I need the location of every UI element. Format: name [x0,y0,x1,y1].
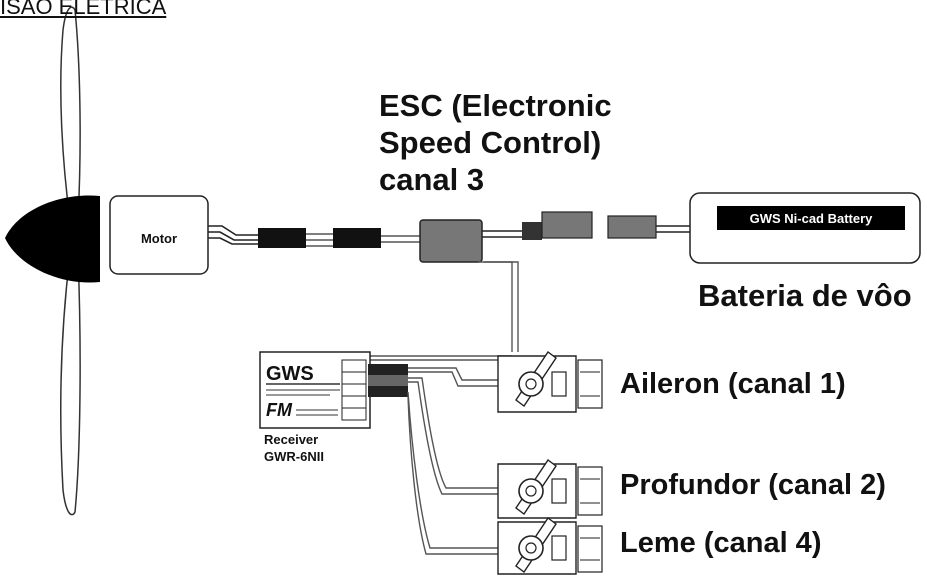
receiver-mode: FM [266,400,293,420]
section-title: ISÃO ELÉTRICA [0,0,167,19]
battery-lead [482,211,690,240]
battery-label-strip [717,206,905,230]
propeller [5,6,100,516]
servo-aileron [497,350,603,413]
receiver-caption-line1: Receiver [264,432,319,447]
connector-motor-b [333,228,381,248]
servo-label-aileron: Aileron (canal 1) [620,368,846,400]
motor-label: Motor [141,231,177,246]
bullet-connectors [258,228,420,248]
connector-motor-a [258,228,306,248]
esc-signal-cable [370,261,519,361]
motor-wires [208,225,258,245]
esc-unit [419,219,483,263]
receiver-caption-line2: GWR-6NII [264,449,324,464]
servo-cables [407,367,500,555]
servo-leme [497,516,603,575]
propeller-blade-bottom [60,254,81,516]
connector-battery-a [522,222,542,240]
motor: Motor [109,195,209,275]
servo-label-profundor: Profundor (canal 2) [620,469,886,501]
receiver-brand: GWS [266,363,314,385]
servo-profundor [497,458,603,519]
battery-caption: Bateria de vôo [698,278,912,313]
esc-body [419,219,483,263]
battery-pack: GWS Ni-cad Battery [689,192,921,264]
receiver: GWS FM [259,351,371,429]
receiver-plugs [368,364,408,397]
spinner [5,195,100,283]
servo-label-leme: Leme (canal 4) [620,527,822,559]
esc-label-line2: Speed Control) [379,125,602,160]
propeller-blade-top [60,6,81,221]
motor-body [109,195,209,275]
connector-battery-b [541,211,593,239]
battery-pack-label: GWS Ni-cad Battery [750,211,874,226]
esc-label-line1: ESC (Electronic [379,88,612,123]
esc-label-line3: canal 3 [379,162,485,197]
connector-battery-c [607,215,657,239]
